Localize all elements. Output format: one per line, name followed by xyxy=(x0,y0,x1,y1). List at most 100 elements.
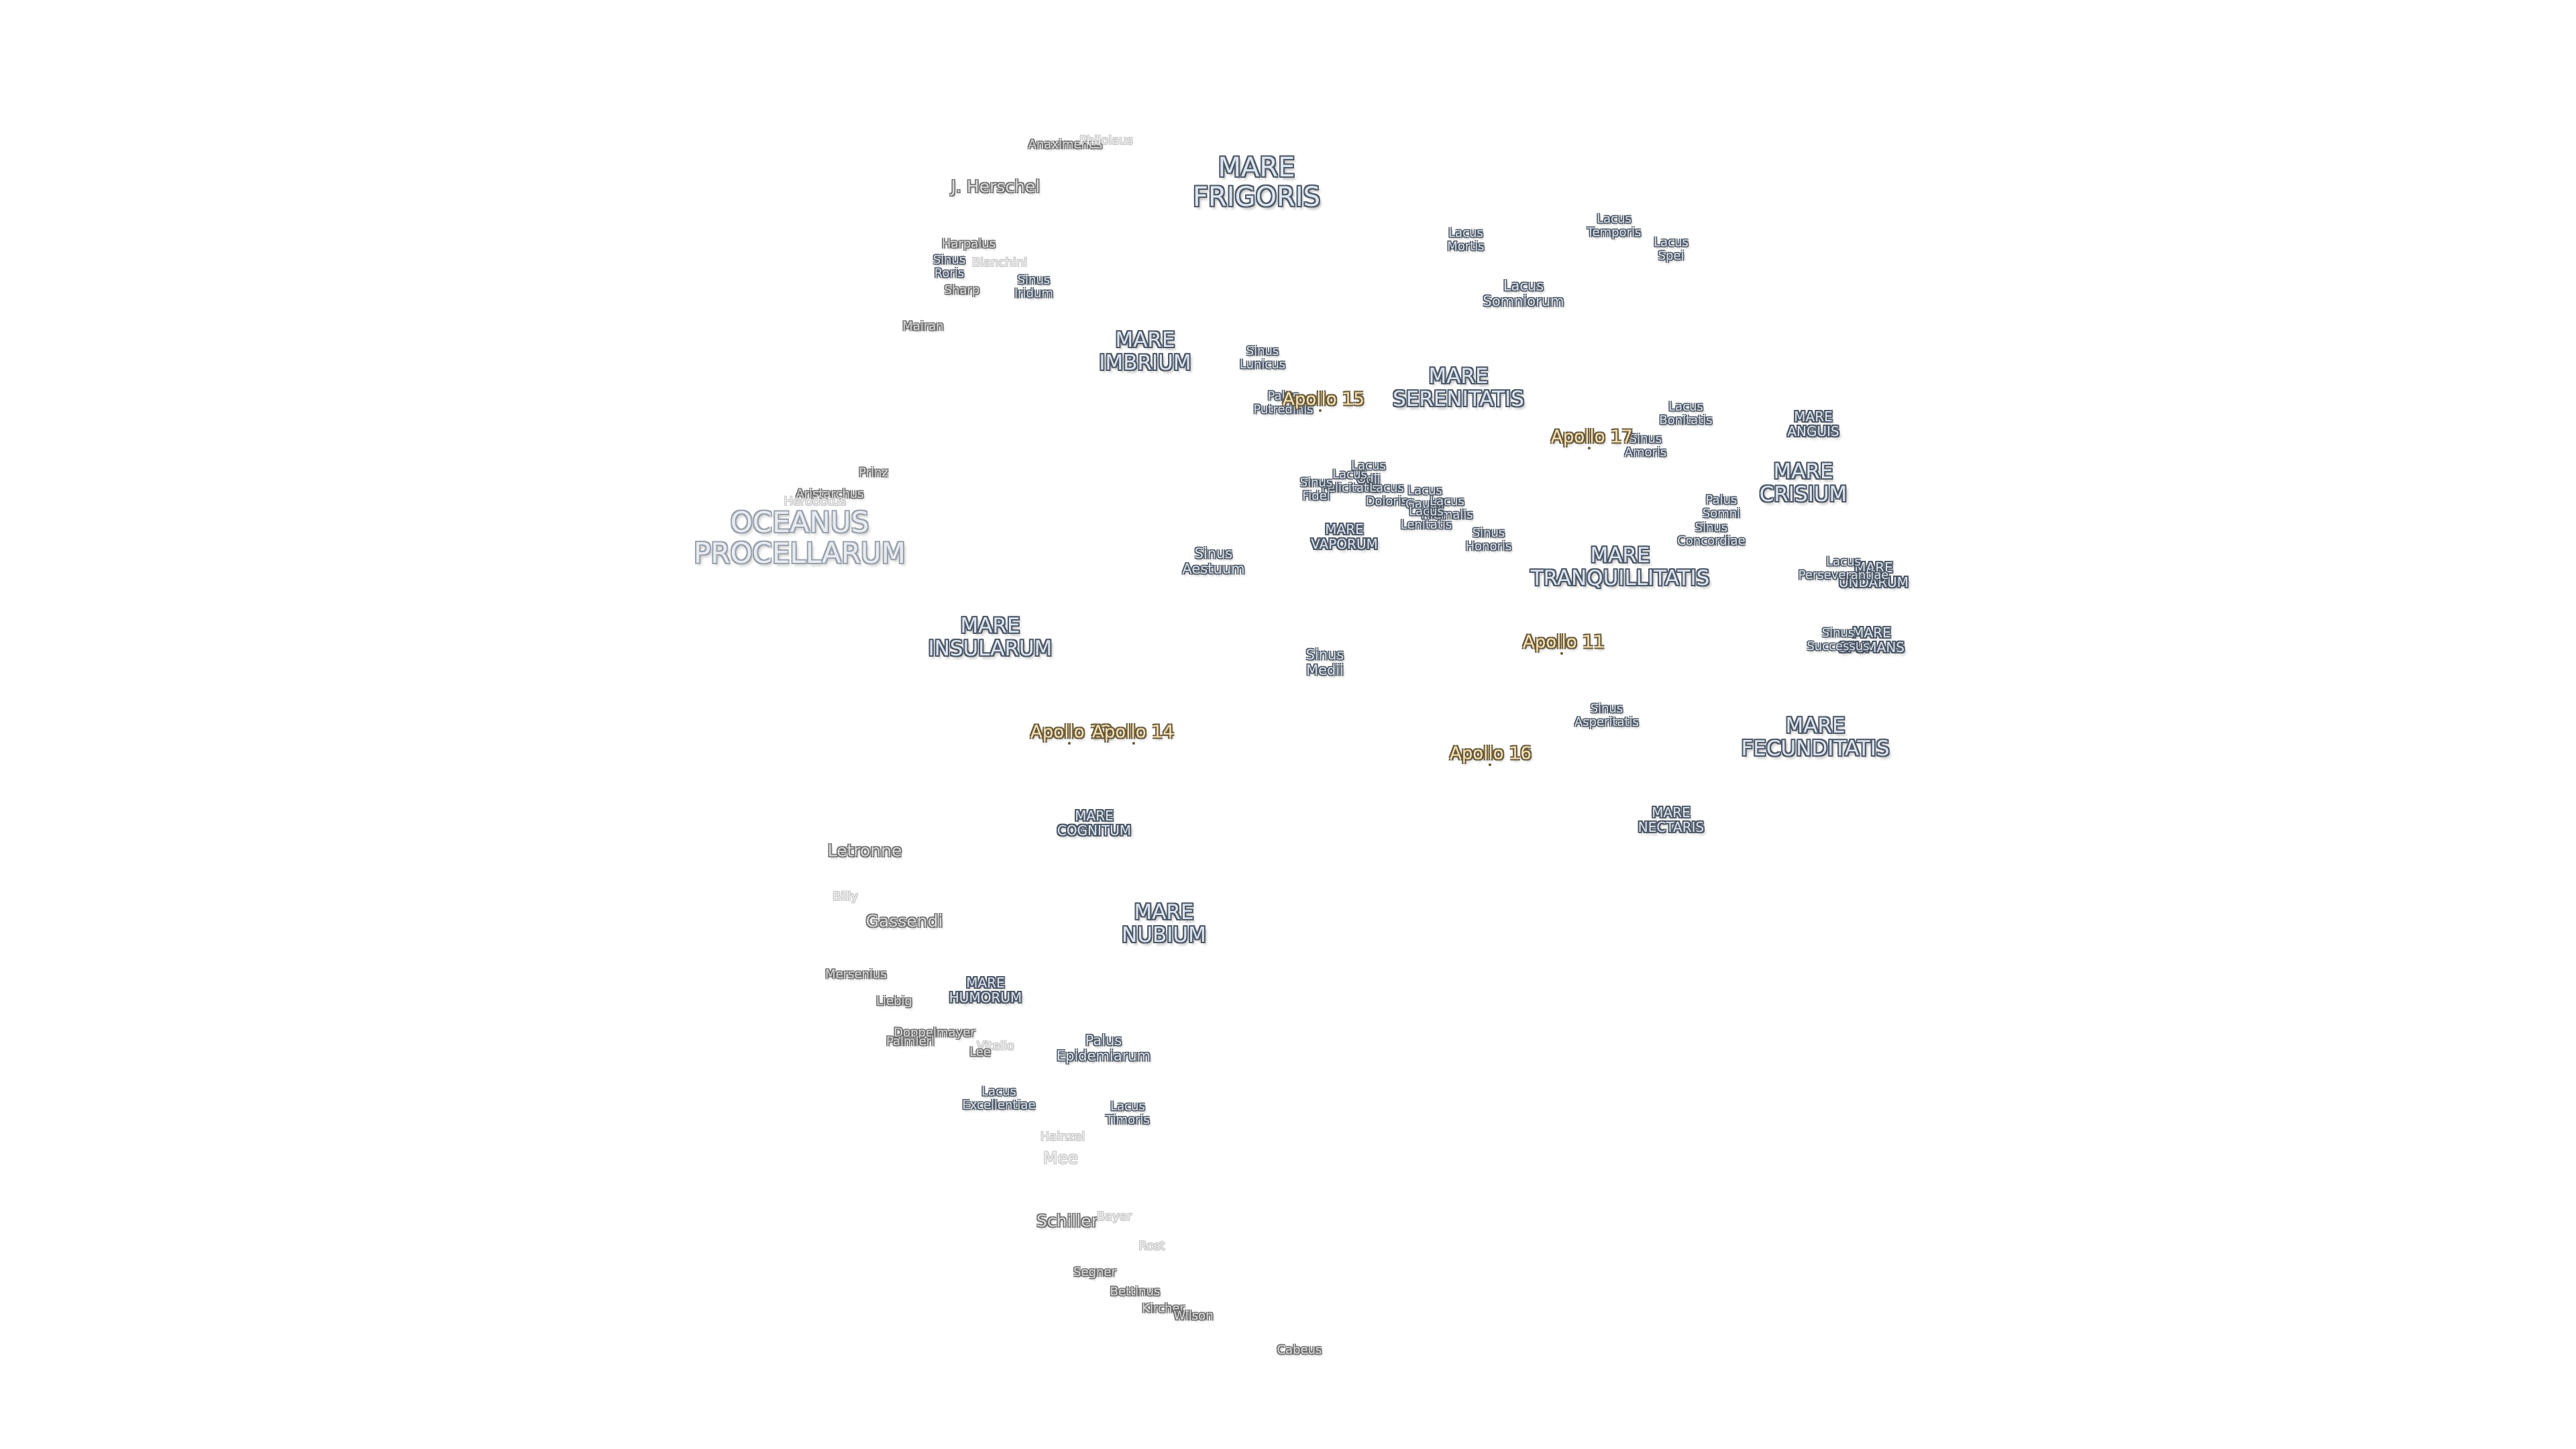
oceanus-procellarum-label: OCEANUS PROCELLARUM xyxy=(693,506,906,570)
crater-prinz: Prinz xyxy=(859,466,888,480)
sinus-successus-label: Sinus Successus xyxy=(1807,627,1869,653)
mare-humorum-label: MARE HUMORUM xyxy=(949,975,1022,1005)
crater-letronne: Letronne xyxy=(827,841,902,861)
lacus-excellentiae-line1: Lacus xyxy=(981,1085,1016,1099)
sinus-amoris-line1: Sinus xyxy=(1629,432,1662,447)
lacus-perseverantiae-line1: Lacus xyxy=(1826,555,1861,570)
sinus-honoris-label: Sinus Honoris xyxy=(1466,527,1512,553)
lacus-mortis-line2: Mortis xyxy=(1447,239,1485,254)
sinus-medii-line1: Sinus xyxy=(1305,646,1344,663)
lacus-bonitatis-line2: Bonitatis xyxy=(1659,413,1713,427)
lacus-temporis-line1: Lacus xyxy=(1597,212,1631,227)
crater-hainzel: Hainzel xyxy=(1040,1130,1085,1144)
apollo-12-label: Apollo 12 xyxy=(1030,722,1112,743)
apollo-14-site-marker xyxy=(1132,742,1135,745)
sinus-iridum-label: Sinus Iridum xyxy=(1014,274,1053,301)
apollo-16-label: Apollo 16 xyxy=(1450,743,1532,764)
crater-wilson: Wilson xyxy=(1173,1309,1214,1324)
sinus-lunicus-line2: Lunicus xyxy=(1239,358,1286,372)
palus-somni-label: Palus Somni xyxy=(1703,494,1740,521)
mare-vaporum-line1: MARE xyxy=(1325,521,1364,537)
lacus-timoris-line2: Timoris xyxy=(1106,1113,1150,1127)
sinus-medii-line2: Medii xyxy=(1305,662,1344,678)
mare-insularum-line1: MARE xyxy=(960,613,1020,638)
crater-sharp: Sharp xyxy=(944,283,980,298)
lacus-odii-label: Lacus Odii xyxy=(1351,460,1386,486)
lacus-perseverantiae-line2: Perseverantiae xyxy=(1798,568,1889,582)
crater-harpalus: Harpalus xyxy=(941,237,996,252)
sinus-fidei-line1: Sinus xyxy=(1299,476,1333,490)
lacus-odii-line2: Odii xyxy=(1356,472,1381,486)
mare-spumans-line2: SPUMANS xyxy=(1839,639,1904,655)
crater-kircher: Kircher xyxy=(1142,1301,1185,1316)
lacus-timoris-line1: Lacus xyxy=(1110,1099,1145,1114)
lacus-bonitatis-line1: Lacus xyxy=(1668,400,1703,415)
crater-gassendi: Gassendi xyxy=(865,911,943,931)
mare-vaporum-line2: VAPORUM xyxy=(1311,536,1378,552)
sinus-concordiae-line1: Sinus xyxy=(1695,521,1728,535)
sinus-asperitatis-line2: Asperitatis xyxy=(1574,715,1640,729)
mare-imbrium-label: MARE IMBRIUM xyxy=(1099,329,1191,374)
lacus-somniorum-line1: Lacus xyxy=(1503,277,1544,294)
crater-cabeus: Cabeus xyxy=(1277,1343,1322,1358)
sinus-lunicus-line1: Sinus xyxy=(1246,344,1279,359)
sinus-successus-line2: Successus xyxy=(1807,639,1870,653)
sinus-iridum-line1: Sinus xyxy=(1017,273,1051,288)
crater-vitello: Vitello xyxy=(976,1039,1015,1054)
apollo-17-label: Apollo 17 xyxy=(1551,427,1633,447)
apollo-17-site-marker xyxy=(1588,447,1591,449)
crater-mee: Mee xyxy=(1042,1148,1079,1168)
crater-schiller: Schiller xyxy=(1036,1211,1098,1231)
lacus-mortis-label: Lacus Mortis xyxy=(1447,227,1484,254)
mare-undarum-label: MARE UNDARUM xyxy=(1839,560,1909,590)
lacus-doloris-line2: Doloris xyxy=(1365,494,1408,508)
lacus-gaudii-label: Lacus Gaudii xyxy=(1405,484,1444,511)
palus-putredinis-line1: Palus xyxy=(1267,389,1299,404)
palus-putredinis-label: Palus Putredinis xyxy=(1253,390,1313,417)
mare-undarum-line1: MARE xyxy=(1854,559,1893,576)
lacus-spei-line1: Lacus xyxy=(1654,235,1688,250)
mare-tranquillitatis-line2: TRANQUILLITATIS xyxy=(1530,566,1710,590)
mare-fecunditatis-line2: FECUNDITATIS xyxy=(1741,737,1890,761)
mare-spumans-label: MARE SPUMANS xyxy=(1839,625,1904,655)
mare-imbrium-line2: IMBRIUM xyxy=(1099,351,1191,375)
crater-doppelmayer: Doppelmayer xyxy=(894,1026,975,1040)
apollo-11-label: Apollo 11 xyxy=(1523,632,1605,653)
crater-herodotus: Herodotus xyxy=(784,494,847,509)
lacus-doloris-label: Lacus Doloris xyxy=(1366,482,1408,508)
lacus-somniorum-label: Lacus Somniorum xyxy=(1483,278,1564,309)
apollo-16-site-marker xyxy=(1489,763,1491,766)
sinus-iridum-line2: Iridum xyxy=(1014,286,1054,301)
mare-nubium-line2: NUBIUM xyxy=(1122,923,1206,947)
lacus-spei-label: Lacus Spei xyxy=(1654,236,1688,263)
sinus-aestuum-line1: Sinus xyxy=(1194,545,1233,561)
sinus-honoris-line2: Honoris xyxy=(1465,539,1512,553)
sinus-amoris-label: Sinus Amoris xyxy=(1625,433,1667,460)
mare-undarum-line2: UNDARUM xyxy=(1838,574,1909,590)
mare-vaporum-label: MARE VAPORUM xyxy=(1311,522,1378,551)
sinus-fidei-label: Sinus Fidei xyxy=(1300,476,1333,503)
sinus-medii-label: Sinus Medii xyxy=(1306,647,1344,678)
lacus-felicitatis-line1: Lacus xyxy=(1332,468,1367,482)
lacus-felicitatis-line2: Felicitatis xyxy=(1321,481,1379,495)
sinus-fidei-line2: Fidei xyxy=(1302,489,1330,503)
crater-anaximenes: Anaximenes xyxy=(1028,138,1103,152)
crater-bianchini: Bianchini xyxy=(971,256,1028,270)
lacus-temporis-label: Lacus Temporis xyxy=(1587,213,1642,239)
sinus-concordiae-line2: Concordiae xyxy=(1677,534,1746,548)
sinus-successus-line1: Sinus xyxy=(1821,626,1855,641)
mare-nectaris-label: MARE NECTARIS xyxy=(1638,805,1704,835)
mare-cognitum-label: MARE COGNITUM xyxy=(1057,808,1131,838)
crater-mersenius: Mersenius xyxy=(825,967,887,982)
lacus-somniorum-line2: Somniorum xyxy=(1483,293,1564,309)
palus-epidemiarum-line1: Palus xyxy=(1085,1032,1122,1049)
crater-bettinus: Bettinus xyxy=(1110,1285,1161,1299)
crater-segner: Segner xyxy=(1073,1265,1116,1280)
crater-mairan: Mairan xyxy=(902,319,944,334)
lacus-doloris-line1: Lacus xyxy=(1369,481,1404,496)
oceanus-procellarum-line2: PROCELLARUM xyxy=(693,537,906,570)
crater-aristarchus: Aristarchus xyxy=(796,487,864,502)
lacus-temporis-line2: Temporis xyxy=(1587,225,1642,239)
crater-j-herschel: J. Herschel xyxy=(951,176,1040,197)
